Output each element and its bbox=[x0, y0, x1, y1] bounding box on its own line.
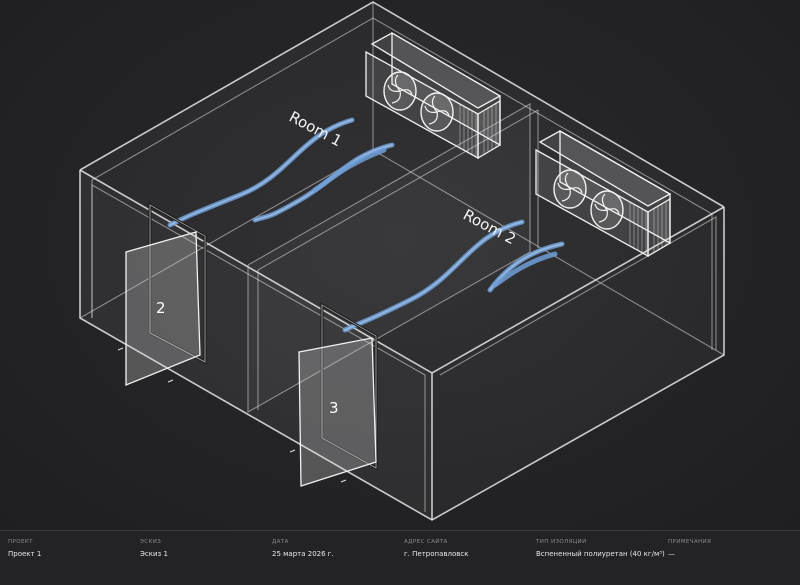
footer-site-address: адрес сайта г. Петропавловск bbox=[404, 539, 468, 558]
front-left-face bbox=[80, 170, 432, 520]
outer-edges bbox=[79, 1, 725, 521]
3d-viewport[interactable]: Room 1 Room 2 2 3 bbox=[0, 0, 800, 530]
footer-value: г. Петропавловск bbox=[404, 550, 469, 558]
airflow-room-2 bbox=[342, 219, 565, 333]
footer-project: проект Проект 1 bbox=[8, 539, 41, 558]
evaporator-unit-room-1 bbox=[365, 31, 502, 160]
footer-caption: эскиз bbox=[140, 539, 162, 545]
fan-icon bbox=[553, 169, 587, 209]
cold-room-diagram: Room 1 Room 2 2 3 bbox=[79, 1, 725, 521]
footer-caption: тип изоляции bbox=[536, 539, 587, 545]
evaporator-unit-room-2 bbox=[535, 129, 672, 258]
footer-notes: примечания — bbox=[668, 539, 711, 558]
door-2[interactable]: 2 bbox=[117, 202, 207, 386]
footer-value: Вспененный полиуретан (40 кг/м³) bbox=[536, 550, 665, 558]
fan-icon bbox=[383, 71, 417, 111]
door-3-number: 3 bbox=[329, 399, 339, 417]
partition-wall bbox=[247, 103, 539, 413]
footer-value: 25 марта 2026 г. bbox=[272, 550, 334, 558]
footer-caption: примечания bbox=[668, 539, 712, 545]
airflow-room-1 bbox=[167, 117, 395, 228]
footer-value: — bbox=[668, 550, 675, 558]
door-2-number: 2 bbox=[156, 299, 166, 317]
footer-sketch: эскиз Эскиз 1 bbox=[140, 539, 168, 558]
footer-insulation-type: тип изоляции Вспененный полиуретан (40 к… bbox=[536, 539, 665, 558]
footer-caption: дата bbox=[272, 539, 289, 545]
footer-value: Проект 1 bbox=[8, 550, 42, 558]
footer-value: Эскиз 1 bbox=[140, 550, 168, 558]
title-block: проект Проект 1 эскиз Эскиз 1 дата 25 ма… bbox=[0, 530, 800, 585]
fan-icon bbox=[590, 190, 624, 230]
fan-icon bbox=[420, 92, 454, 132]
footer-date: дата 25 марта 2026 г. bbox=[272, 539, 334, 558]
footer-caption: адрес сайта bbox=[404, 539, 448, 545]
door-3[interactable]: 3 bbox=[289, 302, 378, 487]
footer-caption: проект bbox=[8, 539, 33, 545]
